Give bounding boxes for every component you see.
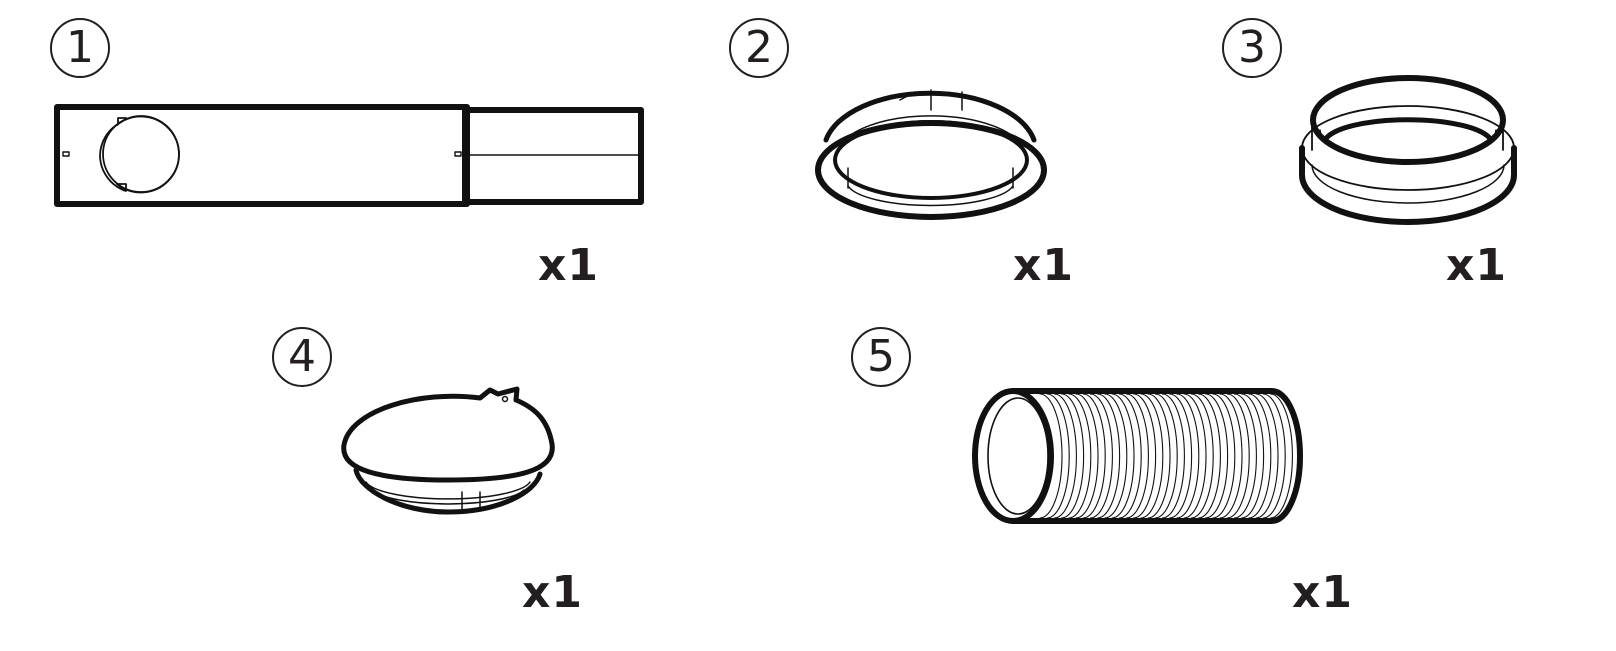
hose-rib — [1248, 393, 1272, 519]
hose-rib — [1082, 393, 1106, 519]
quantity-label: x1 — [538, 240, 599, 291]
part-number-badge: 1 — [50, 18, 110, 78]
hose-rib — [1147, 393, 1171, 519]
hose-rib — [1140, 393, 1164, 519]
hose-rib — [1089, 393, 1113, 519]
hose-rib — [1068, 393, 1092, 519]
part-number-badge: 4 — [272, 327, 332, 387]
quantity-label: x1 — [522, 567, 583, 618]
quantity-label: x1 — [1292, 567, 1353, 618]
quantity-label: x1 — [1013, 240, 1074, 291]
hose-rib — [1262, 393, 1286, 519]
hose-rib — [1133, 393, 1157, 519]
hose-rib — [1219, 393, 1243, 519]
hose-rib — [1212, 393, 1236, 519]
quantity-label: x1 — [1446, 240, 1507, 291]
hose-rib — [1255, 393, 1279, 519]
part-number-badge: 5 — [851, 327, 911, 387]
hose-rib — [1190, 393, 1214, 519]
hose-rib — [1039, 393, 1063, 519]
hose-rib — [1125, 393, 1149, 519]
hose-rib — [1226, 393, 1250, 519]
hose-rib — [1169, 393, 1193, 519]
hose-rib — [1061, 393, 1085, 519]
hose-rib — [1161, 393, 1185, 519]
hose-rib — [1111, 393, 1135, 519]
hose-rib — [1205, 393, 1229, 519]
hose-rib — [1269, 393, 1293, 519]
hose-rib — [1104, 393, 1128, 519]
hose-rib — [1176, 393, 1200, 519]
hose-rib — [1241, 393, 1265, 519]
hose-rib — [1154, 393, 1178, 519]
part-number-badge: 3 — [1222, 18, 1282, 78]
hose-rib — [1046, 393, 1070, 519]
hose-rib — [1118, 393, 1142, 519]
hose-rib — [1197, 393, 1221, 519]
hose-rib — [1053, 393, 1077, 519]
part-number-badge: 2 — [729, 18, 789, 78]
hose-rib — [1233, 393, 1257, 519]
hose-rib — [1097, 393, 1121, 519]
hose-rib — [1075, 393, 1099, 519]
hose-rib — [1277, 393, 1301, 519]
hose-rib — [1183, 393, 1207, 519]
